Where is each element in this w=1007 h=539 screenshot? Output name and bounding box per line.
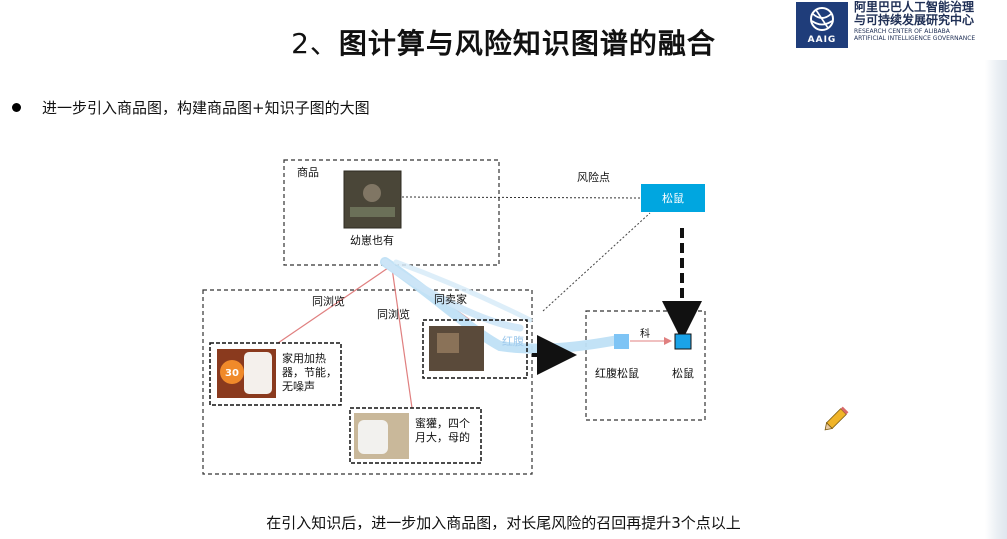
heater-label-2: 器，节能， — [282, 365, 337, 379]
seller-thumb-detail — [437, 333, 459, 353]
center-item-label: 幼崽也有 — [350, 233, 394, 247]
kg-node-left — [614, 334, 629, 349]
flow-band-branch — [381, 258, 524, 332]
heater-device-shape — [244, 352, 272, 394]
product-box-label: 商品 — [297, 165, 319, 179]
heater-label-3: 无噪声 — [282, 379, 315, 393]
title-number: 2、 — [291, 27, 339, 60]
heater-label-1: 家用加热 — [282, 351, 326, 365]
flow-band-branch-2 — [393, 259, 533, 323]
globe-icon — [810, 7, 834, 31]
kg-node-right-label: 松鼠 — [672, 366, 694, 380]
slide-edge-shadow — [985, 60, 1007, 539]
bullet-dot-icon — [12, 103, 21, 112]
logo-name: 阿里巴巴人工智能治理 与可持续发展研究中心 — [854, 1, 974, 27]
heater-item-box — [209, 342, 342, 406]
pet-label-1: 蜜獾，四个 — [415, 416, 470, 430]
page-title: 2、图计算与风险知识图谱的融合 — [0, 22, 1007, 62]
logo-name-line2: 与可持续发展研究中心 — [854, 13, 975, 27]
footer-caption: 在引入知识后，进一步加入商品图，对长尾风险的召回再提升3个点以上 — [266, 514, 741, 532]
flow-label: 红腹 — [502, 334, 524, 348]
title-text: 图计算与风险知识图谱的融合 — [338, 27, 716, 60]
knowledge-graph-box — [585, 310, 706, 421]
heater-badge-text: 30 — [225, 368, 239, 379]
seller-item-box — [422, 319, 528, 379]
product-thumb-detail — [363, 184, 381, 202]
logo-name-line1: 阿里巴巴人工智能治理 — [854, 0, 975, 14]
logo-badge-text: AAIG — [807, 35, 837, 45]
rel-seller-label: 同卖家 — [434, 292, 467, 306]
risk-link-line — [401, 196, 642, 199]
kg-node-left-label: 红腹松鼠 — [595, 366, 639, 380]
product-thumb-detail-2 — [350, 207, 395, 217]
kg-relation-label: 科 — [640, 327, 650, 340]
risk-point-label: 风险点 — [577, 170, 610, 184]
product-graph-box — [202, 289, 533, 475]
logo-sub-line1: RESEARCH CENTER OF ALIBABA — [854, 28, 950, 35]
risk-node-label: 松鼠 — [662, 191, 684, 205]
pet-label-2: 月大，母的 — [415, 430, 470, 444]
pet-thumb-detail — [358, 420, 388, 454]
rel-browse-label-2: 同浏览 — [377, 307, 410, 321]
bullet-point: 进一步引入商品图，构建商品图+知识子图的大图 — [12, 97, 370, 118]
risk-node — [641, 184, 705, 212]
pet-item-box — [349, 407, 482, 464]
rel-line-heater — [277, 267, 389, 344]
rel-line-pet — [391, 267, 413, 409]
kg-node-right — [674, 333, 692, 350]
rel-browse-label-1: 同浏览 — [312, 294, 345, 308]
logo-badge: AAIG — [796, 2, 848, 48]
bullet-text: 进一步引入商品图，构建商品图+知识子图的大图 — [42, 99, 370, 117]
logo-subtitle: RESEARCH CENTER OF ALIBABA ARTIFICIAL IN… — [854, 28, 976, 43]
pencil-icon[interactable] — [822, 406, 849, 433]
aaig-logo: AAIG 阿里巴巴人工智能治理 与可持续发展研究中心 RESEARCH CENT… — [796, 0, 1001, 50]
logo-sub-line2: ARTIFICIAL INTELLIGENCE GOVERNANCE — [854, 34, 976, 42]
kg-connector-line — [542, 212, 651, 312]
heater-badge-shape — [220, 360, 244, 384]
